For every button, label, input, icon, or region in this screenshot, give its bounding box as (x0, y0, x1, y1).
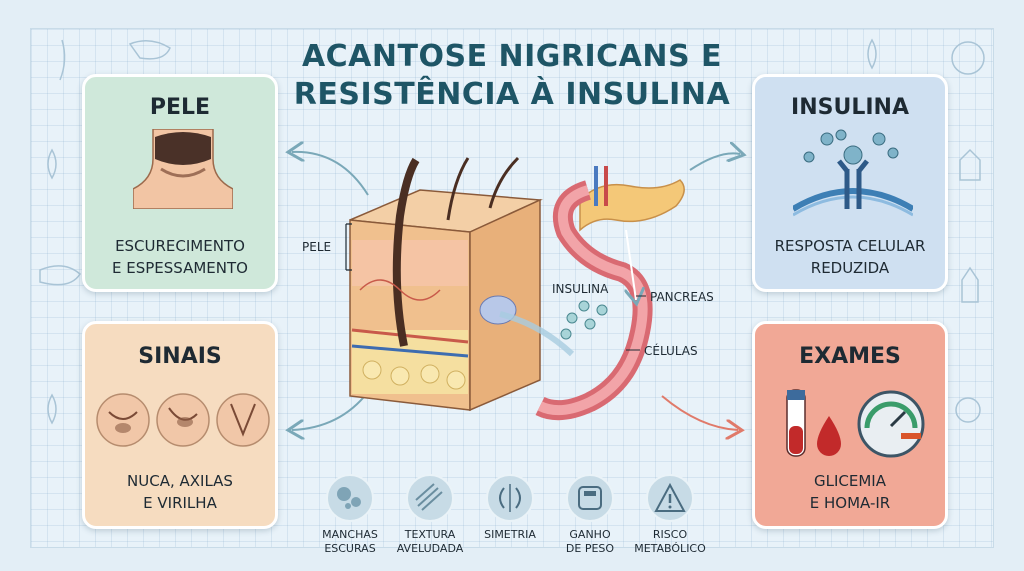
card-exames-title: EXAMES (799, 344, 901, 369)
bottom-label-weight: GANHO DE PESO (545, 528, 635, 556)
bottom-icon-warning (646, 474, 694, 522)
bottom-label-risk-line-1: RISCO (652, 528, 688, 541)
card-exames: EXAMES GLICEMIA E HOMA-IR (752, 321, 948, 529)
card-sinais-line-1: NUCA, AXILAS (127, 472, 233, 490)
bottom-label-symmetry-line-1: SIMETRIA (484, 528, 536, 541)
card-insulina-line-1: RESPOSTA CELULAR (774, 237, 926, 255)
card-pele-line-2: E ESPESSAMENTO (112, 259, 248, 277)
label-pancreas: PANCREAS (650, 290, 714, 304)
arrow-to-insulina (689, 153, 740, 171)
bottom-label-spots-line-2: ESCURAS (324, 542, 376, 555)
warning-icon (654, 482, 686, 512)
drop-outline-icon-2 (47, 393, 57, 425)
page-title: ACANTOSE NIGRICANS E RESISTÊNCIA À INSUL… (260, 38, 764, 114)
spots-icon (337, 487, 361, 509)
card-pele-text: ESCURECIMENTO E ESPESSAMENTO (85, 235, 275, 279)
bottom-label-risk-line-2: METABÓLICO (634, 542, 706, 555)
bottom-icon-texture (406, 474, 454, 522)
drop-badge-outline-icon (959, 148, 981, 181)
label-celulas: CÉLULAS (644, 344, 698, 358)
card-sinais-title: SINAIS (138, 344, 222, 369)
bottom-icon-symmetry (486, 474, 534, 522)
groin-area-icon (216, 393, 270, 447)
arrow-to-sinais (292, 391, 369, 430)
bottom-icon-spots (326, 474, 374, 522)
bottom-label-texture-line-1: TEXTURA (404, 528, 456, 541)
bottom-label-weight-line-2: DE PESO (565, 542, 615, 555)
arrow-to-pele (292, 152, 369, 196)
bottom-label-risk: RISCO METABÓLICO (625, 528, 715, 556)
bottom-label-weight-line-1: GANHO (569, 528, 611, 541)
bottom-label-texture-line-2: AVELUDADA (396, 542, 464, 555)
neck-icon (133, 129, 233, 209)
scale-icon (578, 486, 602, 510)
card-sinais: SINAIS NUCA, AXILAS E VIRILHA (82, 321, 278, 529)
symmetry-icon (499, 484, 521, 512)
card-pele-title: PELE (149, 95, 211, 120)
card-exames-line-1: GLICEMIA (814, 472, 886, 490)
pancreas-outline-icon-2 (39, 265, 81, 286)
card-sinais-text: NUCA, AXILAS E VIRILHA (85, 470, 275, 514)
insulin-receptor-icon (793, 129, 913, 217)
pancreas-outline-icon (128, 40, 171, 60)
card-insulina: INSULINA RESPOSTA CELULAR REDUZIDA (752, 74, 948, 292)
body-areas-icon (96, 393, 270, 447)
bottom-icon-scale (566, 474, 614, 522)
bottom-label-spots: MANCHAS ESCURAS (305, 528, 395, 556)
card-insulina-title: INSULINA (791, 95, 909, 120)
title-line-1: ACANTOSE NIGRICANS E (301, 39, 723, 74)
hair-icon (59, 39, 66, 81)
skin-block-icon (349, 156, 543, 412)
bottom-label-texture: TEXTURA AVELUDADA (385, 528, 475, 556)
card-insulina-text: RESPOSTA CELULAR REDUZIDA (755, 235, 945, 279)
bottom-label-symmetry: SIMETRIA (465, 528, 555, 542)
card-exames-line-2: E HOMA-IR (809, 494, 891, 512)
drop-outline-icon-3 (867, 38, 877, 70)
clock-outline-icon (955, 397, 981, 423)
card-sinais-line-2: E VIRILHA (143, 494, 217, 512)
card-pele: PELE ESCURECIMENTO E ESPESSAMENTO (82, 74, 278, 292)
arrow-to-exames (661, 395, 738, 430)
card-exames-text: GLICEMIA E HOMA-IR (755, 470, 945, 514)
label-pele: PELE (302, 240, 332, 254)
label-insulina: INSULINA (552, 282, 609, 296)
lab-tests-icon (786, 389, 925, 458)
gauge-outline-icon (951, 41, 985, 75)
card-pele-line-1: ESCURECIMENTO (115, 237, 245, 255)
bottom-label-spots-line-1: MANCHAS (322, 528, 378, 541)
texture-icon (415, 483, 443, 511)
tag-outline-icon (961, 266, 979, 303)
title-line-2: RESISTÊNCIA À INSULINA (293, 77, 731, 112)
drop-outline-icon (47, 148, 57, 180)
card-insulina-line-2: REDUZIDA (810, 259, 890, 277)
hair-follicle-icon (392, 157, 420, 347)
blood-drop-icon (817, 416, 841, 456)
